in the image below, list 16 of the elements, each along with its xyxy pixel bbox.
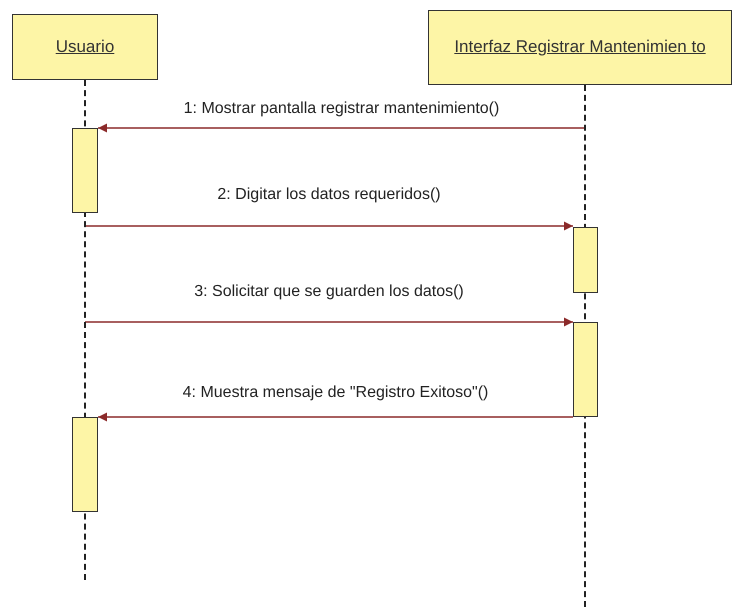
message-label: 3: Solicitar que se guarden los datos() [192,283,466,301]
message-label: 1: Mostrar pantalla registrar mantenimiento() [182,100,502,118]
object-name: Interfaz Registrar Mantenimien to [454,36,706,58]
message-arrow [98,124,585,132]
activation-bar [573,322,598,417]
message-arrow [85,318,573,326]
object-box [428,10,732,85]
message-label: 2: Digitar los datos requeridos() [215,186,443,204]
object-box [12,14,158,80]
activation-bar [72,417,98,512]
message-label: 4: Muestra mensaje de "Registro Exitoso"() [180,384,490,402]
object-name: Usuario [56,36,114,58]
message-arrow [98,412,573,422]
activation-bar [573,227,598,293]
message-arrow [85,222,573,230]
activation-bar [72,128,98,213]
